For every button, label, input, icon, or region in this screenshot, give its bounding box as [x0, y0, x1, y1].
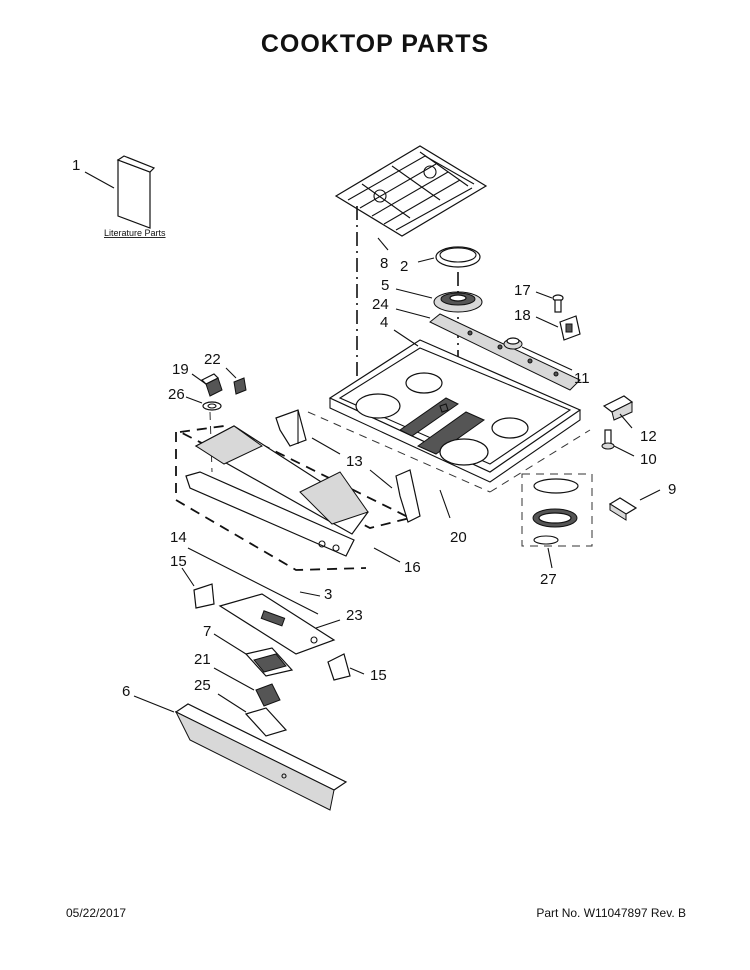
callout-5: 5 — [381, 277, 389, 294]
control-bracket[interactable] — [218, 593, 336, 655]
spark-module[interactable] — [608, 497, 638, 521]
page-title: COOKTOP PARTS — [260, 30, 490, 58]
callout-12: 12 — [640, 428, 657, 445]
callout-16: 16 — [404, 559, 421, 576]
literature-booklet[interactable] — [84, 155, 156, 229]
callout-15b: 15 — [370, 667, 387, 684]
callout-18: 18 — [514, 307, 531, 324]
callout-11: 11 — [574, 370, 590, 387]
literature-parts-label: Literature Parts — [104, 228, 166, 238]
igniter[interactable] — [601, 429, 615, 450]
side-bracket-left[interactable] — [275, 409, 307, 447]
callout-26: 26 — [168, 386, 185, 403]
callout-24: 24 — [372, 296, 389, 313]
wire-harness[interactable] — [521, 473, 593, 547]
harness-wire[interactable] — [299, 591, 321, 597]
callout-3: 3 — [324, 586, 332, 603]
knob-insert[interactable] — [233, 377, 247, 395]
side-bracket[interactable] — [602, 395, 634, 421]
screw[interactable] — [552, 294, 564, 313]
callout-21: 21 — [194, 651, 211, 668]
callout-6: 6 — [122, 683, 130, 700]
callout-22: 22 — [204, 351, 221, 368]
callout-15: 15 — [170, 553, 187, 570]
callout-20: 20 — [450, 529, 467, 546]
footer-part-number: Part No. W11047897 Rev. B — [536, 906, 686, 920]
footer-date: 05/22/2017 — [66, 906, 127, 920]
front-trim[interactable] — [174, 703, 348, 811]
callout-14: 14 — [170, 529, 187, 546]
control-board[interactable] — [244, 647, 294, 677]
callout-25: 25 — [194, 677, 211, 694]
panel-bracket-right[interactable] — [327, 653, 351, 681]
callout-9: 9 — [668, 481, 676, 498]
callout-10: 10 — [640, 451, 657, 468]
callout-1: 1 — [72, 157, 80, 174]
callout-labels: 1 2 3 4 5 6 7 8 9 10 11 12 13 14 15 15 1… — [72, 157, 676, 700]
burner-cap[interactable] — [435, 246, 481, 268]
callout-17: 17 — [514, 282, 531, 299]
connector[interactable] — [255, 683, 281, 707]
burner-grate[interactable] — [334, 145, 488, 237]
spark-bracket[interactable] — [559, 315, 581, 341]
panel-bracket-left[interactable] — [193, 583, 215, 609]
wire[interactable] — [187, 547, 319, 615]
cooktop[interactable] — [328, 339, 582, 483]
spreader-bar[interactable] — [429, 313, 581, 391]
callout-23: 23 — [346, 607, 363, 624]
callout-2: 2 — [400, 258, 408, 275]
sensor[interactable] — [244, 707, 288, 737]
burner-base[interactable] — [433, 291, 483, 313]
callout-19: 19 — [172, 361, 189, 378]
callout-7: 7 — [203, 623, 211, 640]
control-panel[interactable] — [175, 425, 413, 571]
callout-8: 8 — [380, 255, 388, 272]
side-bracket-right[interactable] — [395, 469, 421, 523]
callout-4: 4 — [380, 314, 388, 331]
callout-27: 27 — [540, 571, 557, 588]
knob-bezel[interactable] — [202, 401, 222, 411]
control-knob[interactable] — [200, 373, 223, 397]
plug[interactable] — [503, 337, 523, 350]
callout-13: 13 — [346, 453, 363, 470]
